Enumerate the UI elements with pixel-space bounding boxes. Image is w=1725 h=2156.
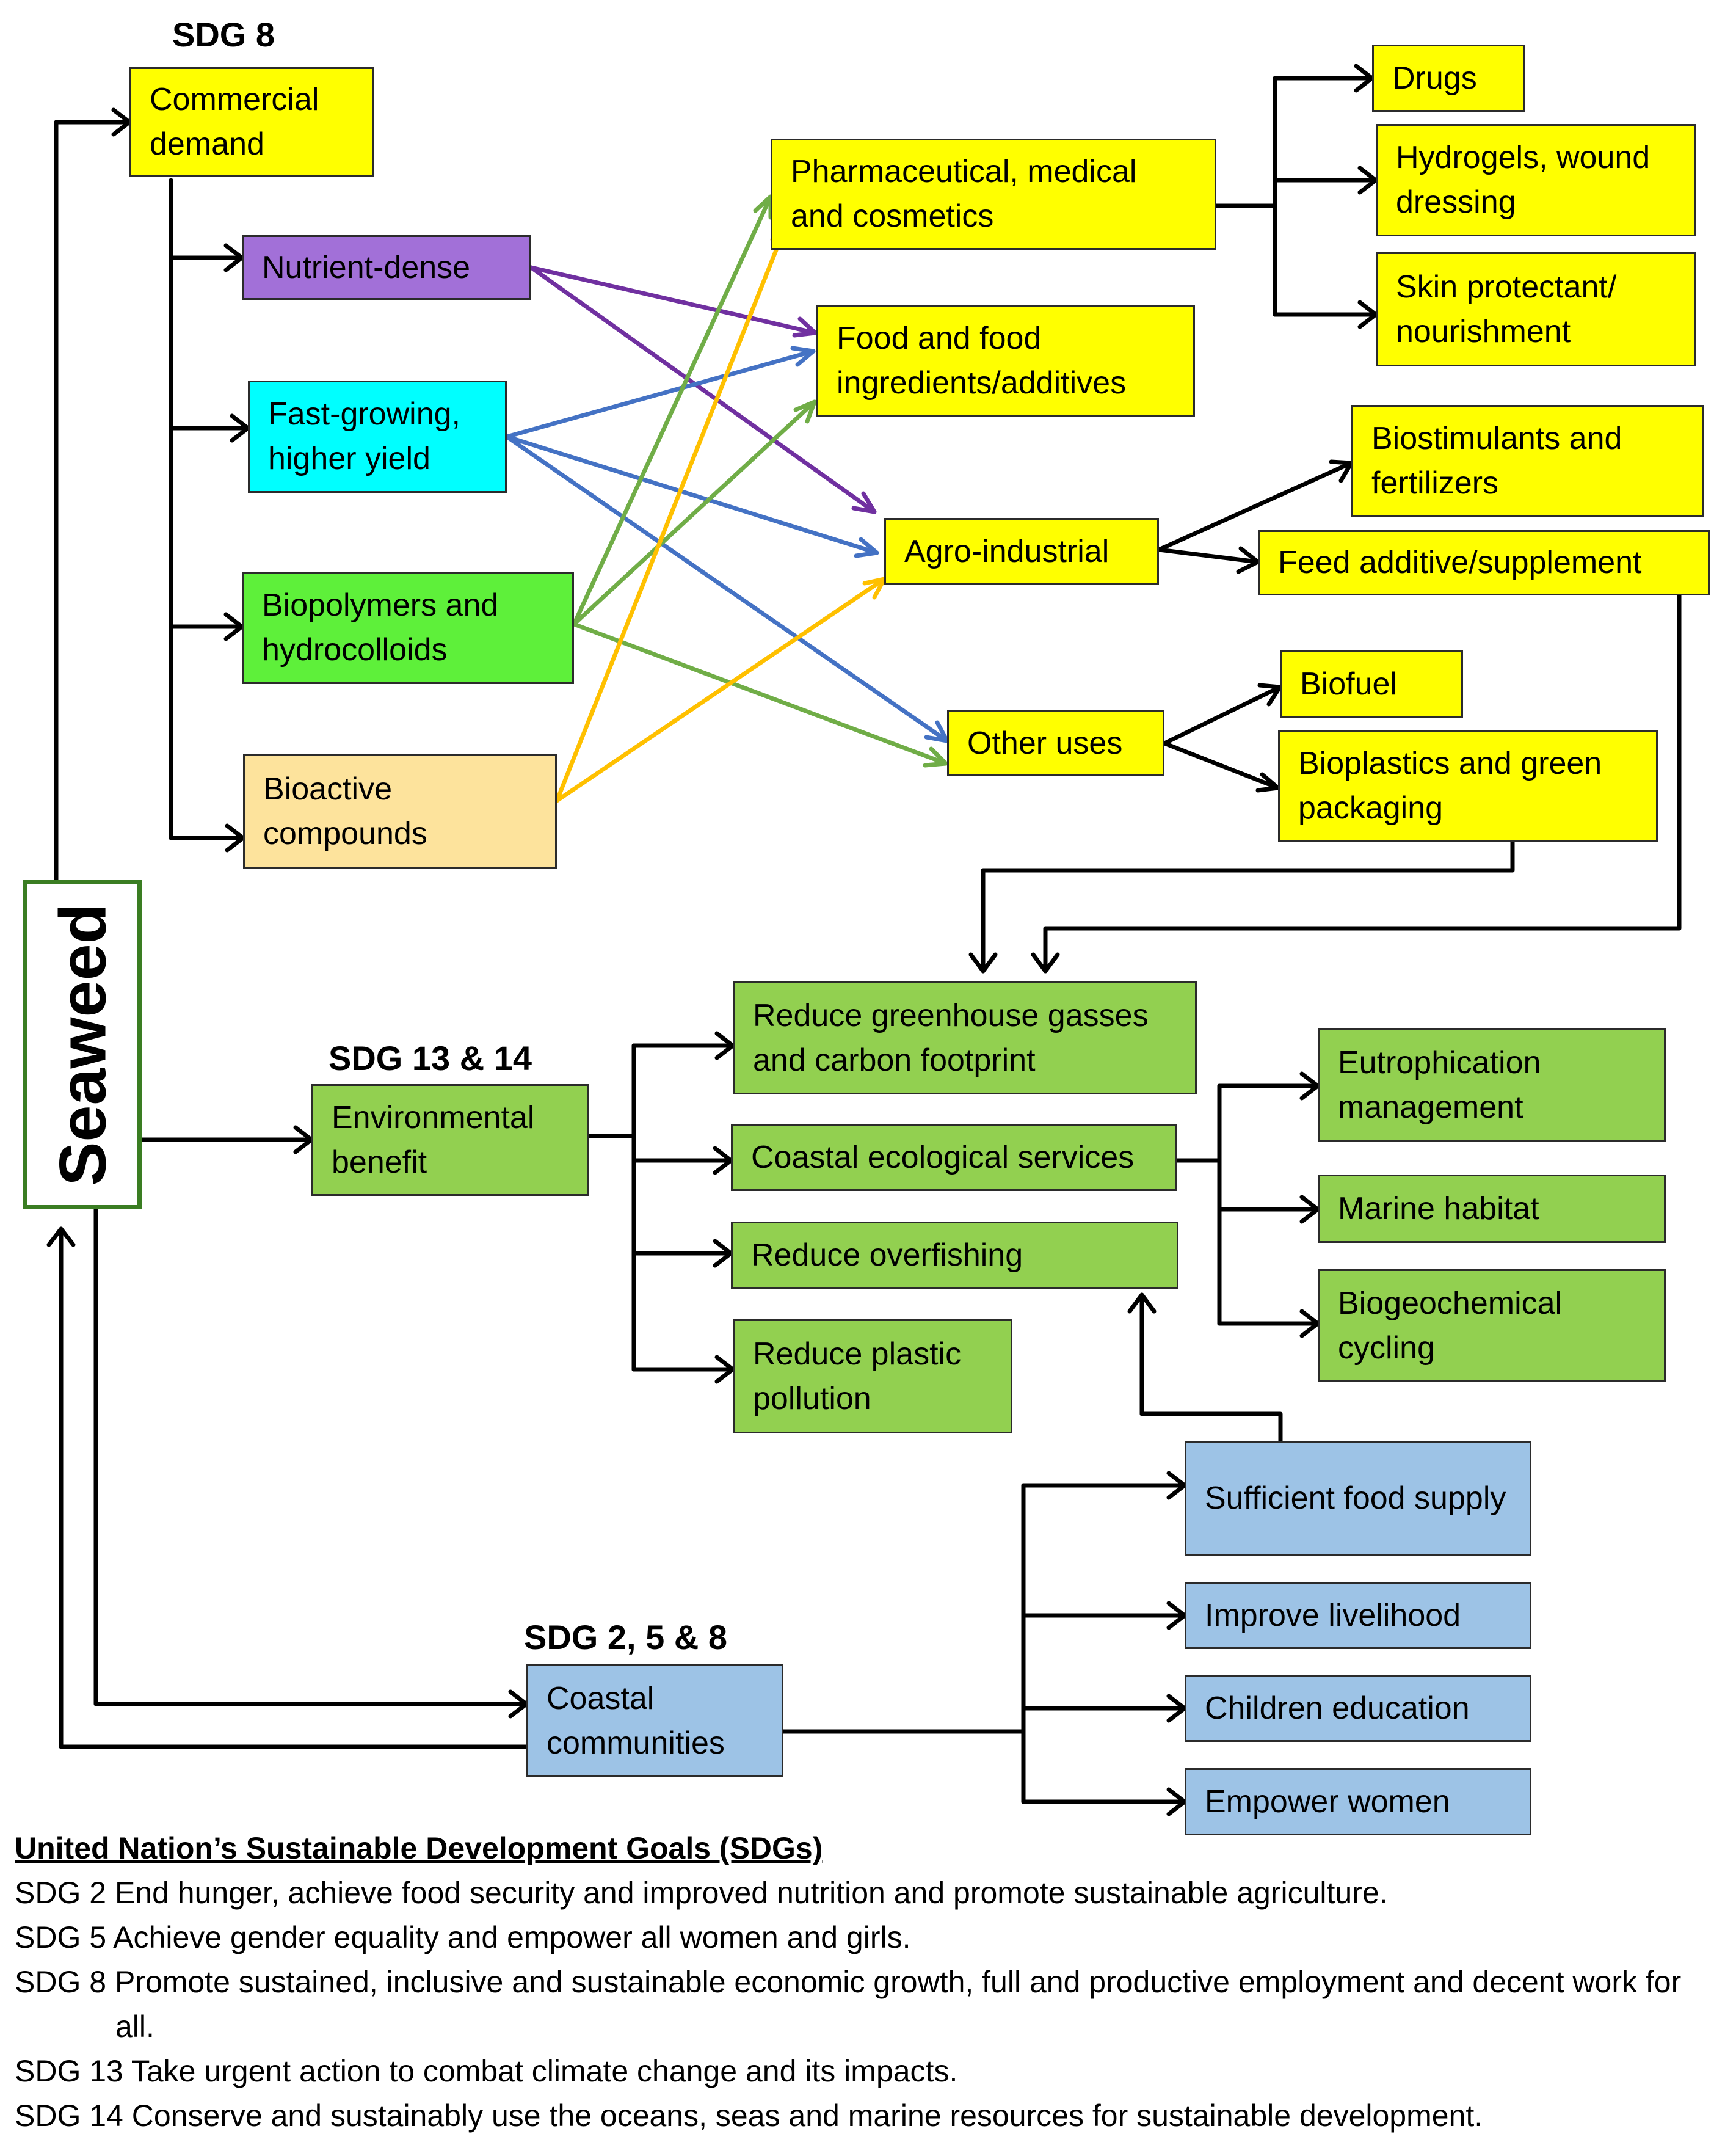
connector-nutrient-to-agro bbox=[529, 265, 877, 514]
skin-protectant-label: Skin protectant/ nourishment bbox=[1396, 269, 1617, 349]
coastal-communities-node: Coastal communities bbox=[526, 1664, 783, 1777]
drugs-label: Drugs bbox=[1392, 60, 1477, 96]
biostimulants-label: Biostimulants and fertilizers bbox=[1371, 421, 1622, 501]
connector-bioactive-to-agro bbox=[554, 577, 887, 803]
children-education-node: Children education bbox=[1185, 1675, 1531, 1742]
biofuel-label: Biofuel bbox=[1300, 666, 1397, 702]
empower-women-label: Empower women bbox=[1205, 1783, 1450, 1819]
sufficient-food-label: Sufficient food supply bbox=[1205, 1480, 1506, 1517]
feed-additive-label: Feed additive/supplement bbox=[1278, 545, 1642, 581]
improve-livelihood-node: Improve livelihood bbox=[1185, 1582, 1531, 1649]
connector-fast-to-other bbox=[504, 434, 950, 743]
legend-item-sdg-2: SDG 2 End hunger, achieve food security … bbox=[15, 1876, 1388, 1910]
connector-bioplastics-to-ghg bbox=[981, 839, 1515, 974]
connector-other-to-biofuel bbox=[1162, 685, 1282, 746]
connector-fast-to-food bbox=[504, 349, 816, 439]
connector-seaweed-to-commercial-demand bbox=[54, 120, 132, 882]
legend-title: United Nation’s Sustainable Development … bbox=[15, 1831, 823, 1865]
agro-industrial-node: Agro-industrial bbox=[884, 518, 1159, 585]
reduce-overfishing-node: Reduce overfishing bbox=[731, 1222, 1178, 1289]
sdg-8-label: SDG 8 bbox=[172, 15, 275, 54]
biogeochemical-node: Biogeochemical cycling bbox=[1318, 1269, 1666, 1382]
pharmaceutical-node: Pharmaceutical, medical and cosmetics bbox=[771, 139, 1216, 250]
pharmaceutical-label: Pharmaceutical, medical and cosmetics bbox=[791, 154, 1137, 234]
connector-fast-to-agro bbox=[504, 434, 879, 555]
connector-agro-to-feed bbox=[1157, 547, 1260, 564]
environmental-benefit-label: Environmental benefit bbox=[332, 1099, 535, 1180]
commercial-demand-label: Commercial demand bbox=[150, 82, 319, 162]
children-education-label: Children education bbox=[1205, 1690, 1470, 1726]
improve-livelihood-label: Improve livelihood bbox=[1205, 1597, 1461, 1633]
biostimulants-node: Biostimulants and fertilizers bbox=[1351, 405, 1704, 517]
connector-feed-to-ghg bbox=[1043, 593, 1682, 974]
bioplastics-node: Bioplastics and green packaging bbox=[1278, 730, 1658, 842]
seaweed-label: Seaweed bbox=[45, 903, 120, 1186]
sdg-legend: United Nation’s Sustainable Development … bbox=[15, 1826, 1712, 2138]
legend-item-sdg-5: SDG 5 Achieve gender equality and empowe… bbox=[15, 1920, 911, 1954]
hydrogels-node: Hydrogels, wound dressing bbox=[1376, 124, 1696, 236]
biogeochemical-label: Biogeochemical cycling bbox=[1338, 1285, 1563, 1366]
agro-industrial-label: Agro-industrial bbox=[904, 533, 1109, 569]
nutrient-dense-label: Nutrient-dense bbox=[262, 249, 471, 285]
food-ingredients-label: Food and food ingredients/additives bbox=[837, 321, 1127, 401]
marine-habitat-label: Marine habitat bbox=[1338, 1190, 1539, 1226]
connector-biopolymers-to-pharma bbox=[572, 194, 773, 627]
sdg-2-5-8-label: SDG 2, 5 & 8 bbox=[524, 1618, 728, 1656]
feed-additive-node: Feed additive/supplement bbox=[1258, 530, 1710, 595]
connector-food-supply-to-overfishing bbox=[1139, 1292, 1283, 1444]
connector-nutrient-to-food bbox=[529, 265, 818, 335]
biofuel-node: Biofuel bbox=[1280, 650, 1463, 718]
reduce-plastic-label: Reduce plastic pollution bbox=[753, 1336, 962, 1416]
reduce-plastic-node: Reduce plastic pollution bbox=[733, 1319, 1012, 1433]
environmental-benefit-node: Environmental benefit bbox=[311, 1084, 589, 1196]
eutrophication-node: Eutrophication management bbox=[1318, 1028, 1666, 1142]
marine-habitat-node: Marine habitat bbox=[1318, 1175, 1666, 1243]
coastal-eco-services-label: Coastal ecological services bbox=[751, 1139, 1135, 1175]
bioplastics-label: Bioplastics and green packaging bbox=[1298, 745, 1602, 826]
connector-seaweed-to-communities bbox=[93, 1207, 529, 1706]
sufficient-food-node: Sufficient food supply bbox=[1185, 1441, 1531, 1556]
other-uses-node: Other uses bbox=[947, 710, 1164, 776]
coastal-communities-label: Coastal communities bbox=[547, 1680, 725, 1761]
connector-biopolymers-to-food bbox=[572, 399, 817, 627]
connector-communities-to-seaweed bbox=[59, 1226, 529, 1749]
legend-item-sdg-8: SDG 8 Promote sustained, inclusive and s… bbox=[15, 1965, 1682, 2044]
legend-item-sdg-14: SDG 14 Conserve and sustainably use the … bbox=[15, 2099, 1483, 2133]
connector-biopolymers-to-other bbox=[572, 622, 948, 766]
bioactive-compounds-label: Bioactive compounds bbox=[263, 771, 427, 851]
eutrophication-label: Eutrophication management bbox=[1338, 1044, 1541, 1125]
connector-bioactive-to-pharma bbox=[554, 222, 789, 803]
seaweed-node: Seaweed bbox=[23, 880, 142, 1209]
biopolymers-node: Biopolymers and hydrocolloids bbox=[242, 572, 574, 684]
reduce-overfishing-label: Reduce overfishing bbox=[751, 1237, 1023, 1273]
connector-other-to-bioplastics bbox=[1162, 741, 1280, 790]
legend-item-sdg-13: SDG 13 Take urgent action to combat clim… bbox=[15, 2054, 958, 2088]
hydrogels-label: Hydrogels, wound dressing bbox=[1396, 140, 1651, 220]
drugs-node: Drugs bbox=[1372, 45, 1525, 112]
skin-protectant-node: Skin protectant/ nourishment bbox=[1376, 252, 1696, 366]
connector-agro-to-biostimulants bbox=[1157, 461, 1354, 552]
biopolymers-label: Biopolymers and hydrocolloids bbox=[262, 588, 499, 668]
other-uses-label: Other uses bbox=[967, 725, 1123, 761]
reduce-ghg-label: Reduce greenhouse gasses and carbon foot… bbox=[753, 997, 1149, 1078]
sdg-13-14-label: SDG 13 & 14 bbox=[329, 1039, 532, 1077]
commercial-demand-node: Commercial demand bbox=[129, 67, 374, 177]
nutrient-dense-node: Nutrient-dense bbox=[242, 235, 531, 300]
fast-growing-node: Fast-growing, higher yield bbox=[248, 381, 507, 493]
fast-growing-label: Fast-growing, higher yield bbox=[268, 396, 460, 476]
bioactive-compounds-node: Bioactive compounds bbox=[243, 754, 557, 869]
food-ingredients-node: Food and food ingredients/additives bbox=[816, 305, 1195, 417]
reduce-ghg-node: Reduce greenhouse gasses and carbon foot… bbox=[733, 981, 1197, 1094]
coastal-eco-services-node: Coastal ecological services bbox=[731, 1124, 1177, 1191]
empower-women-node: Empower women bbox=[1185, 1768, 1531, 1835]
